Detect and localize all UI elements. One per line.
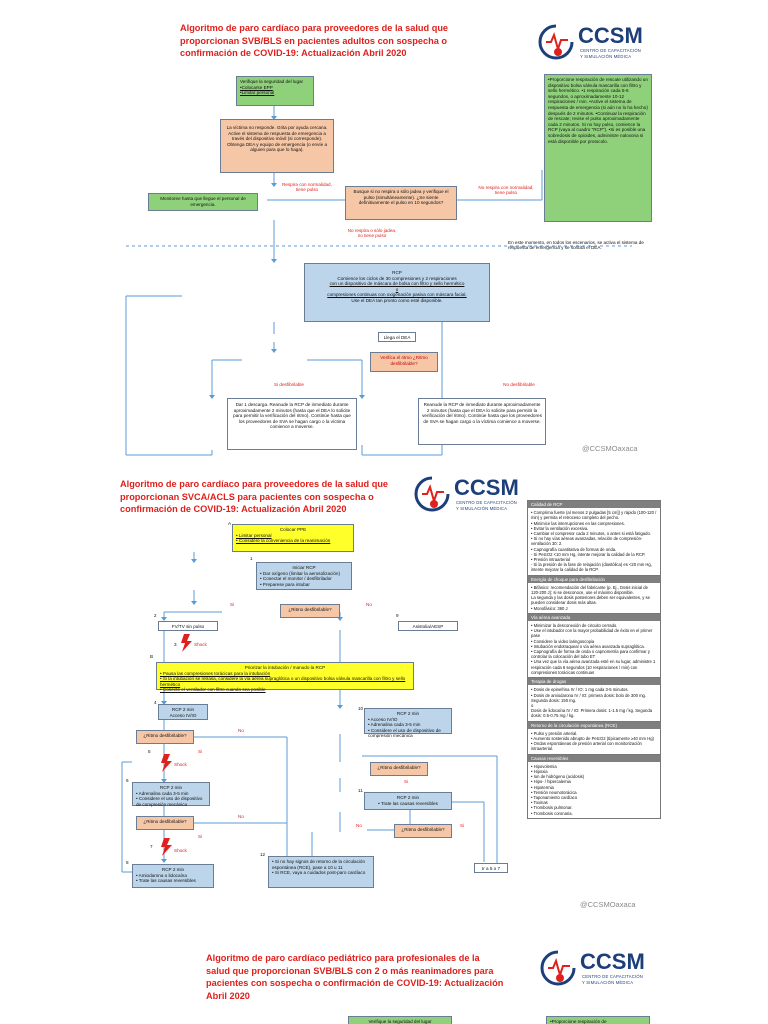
step-1: 1 [250, 556, 253, 561]
aed-arrives-box: Llega el DEA [378, 332, 416, 342]
shock-bolt-icon-3 [161, 838, 172, 856]
label-shock-2: Shock [174, 762, 187, 767]
check-pulse-box: Busque si no respira o sólo jadea y veri… [345, 186, 457, 220]
rhythm-check-1: ¿Ritmo desfibrilable? [280, 604, 340, 618]
label-shock-1: Shock [194, 642, 207, 647]
label-no-3: No [238, 814, 244, 819]
page-svca-adult: Algoritmo de paro cardíaco para proveedo… [112, 466, 664, 914]
vf-box: FV/TV sin pulso [158, 621, 218, 631]
step-a: A [228, 521, 232, 526]
logo-name: CCSM [454, 475, 519, 500]
step-5: 5 [148, 749, 151, 754]
label-yes-2: Si [198, 749, 203, 754]
rhythm-check-3: ¿Ritmo desfibrilable? [136, 816, 194, 830]
label-no-pulse: No respira o sólo jadea, no tiene pulso [347, 228, 397, 239]
unresponsive-box: La víctima no responde. Grita por ayuda … [220, 119, 334, 173]
label-no-1: No [366, 602, 372, 607]
step-9: 9 [396, 613, 399, 618]
table-section-shock: Energía de choque para desfibrilación • … [528, 575, 660, 614]
monitor-box: Monitoree hasta que llegue el personal d… [148, 193, 258, 211]
logo-name: CCSM [578, 23, 643, 48]
label-yes-11: Si [460, 823, 465, 828]
ppe-box: Colocar PPE • Limitar personal • Conside… [232, 524, 354, 552]
step-7: 7 [150, 844, 153, 849]
rescue-breathing-box: •Proporcione respiración de rescate util… [544, 74, 652, 222]
step-2: 2 [154, 613, 157, 618]
table-section-airway: Vía aérea avanzada • Minimizar la descon… [528, 613, 660, 679]
ccsm-logo-icon [414, 476, 450, 512]
label-shock-3: Shock [174, 848, 187, 853]
shock-bolt-icon-2 [161, 754, 172, 772]
label-no-2: No [238, 728, 244, 733]
step-4: 4 [154, 700, 157, 705]
table-section-causes: Causas reversibles • Hipovolemia • Hipox… [528, 754, 660, 818]
table-section-drugs: Terapia de drogas • Dosis de epinefrina … [528, 678, 660, 722]
rcp-box: RCP Comience los ciclos de 30 compresion… [304, 263, 490, 322]
page-svb-adult: Algoritmo de paro cardíaco para proveedo… [112, 0, 664, 460]
table-section-cpr: Calidad de RCP • Comprima fuerte (al men… [528, 501, 660, 576]
label-abnormal-pulse: No respira con normalidad, tiene pulso [478, 185, 534, 196]
label-no-11: No [356, 823, 362, 828]
table-section-rce: Retorno de la circulación espontánea (RC… [528, 721, 660, 755]
logo: CCSM CENTRO DE CAPACITACIÓN Y SIMULACIÓN… [538, 948, 658, 992]
page2-title: Algoritmo de paro cardíaco para proveedo… [120, 479, 389, 514]
logo-sub2: Y SIMULACIÓN MÉDICA [580, 54, 632, 59]
shock-box: Dar 1 descarga. Reanude la RCP de inmedi… [227, 398, 357, 450]
logo-name: CCSM [580, 949, 645, 974]
rcp-adrenaline-box: RCP 2 min • Acceso IV/IO • Adrenalina ca… [364, 708, 452, 738]
label-yes-1: Si [230, 602, 235, 607]
ccsm-logo-icon [538, 24, 574, 60]
rcp-access-box: RCP 2 min Acceso IV/IO [158, 704, 208, 720]
rhythm-check-10: ¿Ritmo desfibrilable? [370, 762, 428, 776]
label-yes-3: Si [198, 834, 203, 839]
step-11: 11 [358, 788, 363, 793]
asystole-box: Asistolia/AESP [398, 621, 458, 631]
rhythm-check-11: ¿Ritmo desfibrilable? [394, 824, 452, 838]
step-12: 12 [260, 852, 266, 857]
logo-sub1: CENTRO DE CAPACITACIÓN [456, 500, 518, 505]
rcp-amio-box: RCP 2 min • Amiodarona o lidocaína • Tra… [132, 864, 214, 888]
intubation-box: Priorizar la intubación / manudo la RCP … [156, 662, 414, 692]
no-shock-box: Reanude la RCP de inmediato durante apro… [418, 398, 546, 445]
rescue-box-ped: •Proporcione respiración de [546, 1016, 650, 1024]
rcp-epi-box: RCP 2 min • Adrenalina cada 3-5 min • Co… [132, 782, 210, 807]
logo: CCSM CENTRO DE CAPACITACIÓN Y SIMULACIÓN… [412, 474, 532, 518]
watermark: @CCSMOaxaca [580, 900, 636, 909]
label-shockable: Si desfibrilable [274, 382, 304, 387]
page1-title: Algoritmo de paro cardíaco para proveedo… [180, 23, 449, 58]
rce-box: • Si no hay signos de retorno de la circ… [268, 856, 374, 888]
ccsm-logo-icon [540, 950, 576, 986]
safety-box: Verifique la seguridad del lugar •Coloca… [236, 76, 314, 106]
goto-box: Ir a 5 o 7 [474, 863, 508, 873]
rcp-causes-box: RCP 2 min • Trate las causas reversibles [364, 792, 452, 810]
step-10: 10 [358, 706, 364, 711]
label-yes-10: Si [404, 779, 409, 784]
step-b: B [150, 654, 154, 659]
emergency-note: En este momento, en todos los escenarios… [508, 240, 644, 251]
watermark: @CCSMOaxaca [582, 444, 638, 453]
shock-bolt-icon-1 [181, 634, 192, 652]
reference-table: Calidad de RCP • Comprima fuerte (al men… [527, 500, 661, 819]
page3-title: Algoritmo de paro cardíaco pediátrico pa… [206, 953, 504, 1001]
step-6: 6 [126, 778, 129, 783]
safety-box-ped: Verifique la seguridad del lugar [348, 1016, 452, 1024]
start-cpr-box: Iniciar RCP • Dar oxígeno (limitar la ae… [256, 562, 352, 590]
logo-sub2: Y SIMULACIÓN MÉDICA [582, 980, 634, 985]
logo-sub2: Y SIMULACIÓN MÉDICA [456, 506, 508, 511]
logo-sub1: CENTRO DE CAPACITACIÓN [580, 48, 642, 53]
logo-sub1: CENTRO DE CAPACITACIÓN [582, 974, 644, 979]
step-8: 8 [126, 860, 129, 865]
logo: CCSM CENTRO DE CAPACITACIÓN Y SIMULACIÓN… [536, 22, 656, 66]
label-normal-pulse: Respira con normalidad, tiene pulso [282, 182, 332, 193]
check-rhythm-box: Verifica el ritmo ¿Ritmo desfibrilable? [370, 352, 438, 372]
step-3: 3 [174, 642, 177, 647]
page-svb-pediatric: Algoritmo de paro cardíaco pediátrico pa… [112, 940, 664, 1024]
label-not-shockable: No desfibrilable [503, 382, 535, 387]
rhythm-check-2: ¿Ritmo desfibrilable? [136, 730, 194, 744]
